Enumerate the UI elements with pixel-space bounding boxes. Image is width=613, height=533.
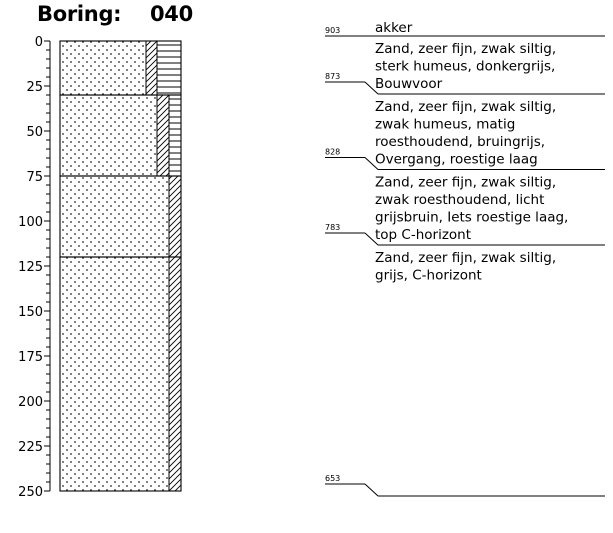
depth-tick-label: 75 — [26, 170, 43, 185]
description-line: zwak humeus, matig — [375, 117, 515, 133]
depth-tick-label: 100 — [18, 215, 43, 230]
description-line: Zand, zeer fijn, zwak siltig, — [375, 250, 556, 266]
description-line: Overgang, roestige laag — [375, 152, 538, 168]
soil-column — [60, 41, 181, 491]
description-line: Bouwvoor — [375, 76, 443, 92]
humus-pattern — [157, 41, 181, 95]
depth-tick-label: 150 — [18, 305, 43, 320]
description-line: zwak roesthoudend, licht — [375, 192, 544, 208]
description-line: roesthoudend, bruingrijs, — [375, 134, 545, 150]
depth-axis: 0 25 50 75 100 125 150 175 200 225 250 — [18, 35, 50, 500]
silt-pattern — [157, 95, 169, 176]
boundary-slant — [365, 484, 378, 496]
silt-pattern — [146, 41, 157, 95]
depth-tick-label: 25 — [26, 80, 43, 95]
description-line: Zand, zeer fijn, zwak siltig, — [375, 41, 556, 57]
description-line: grijs, C-horizont — [375, 268, 482, 284]
soil-layer — [60, 95, 181, 176]
elevation-label: 653 — [325, 474, 340, 483]
silt-pattern — [169, 176, 181, 257]
sand-pattern — [60, 176, 169, 257]
depth-tick-label: 125 — [18, 260, 43, 275]
soil-layer — [60, 176, 181, 257]
depth-tick-label: 250 — [18, 485, 43, 500]
depth-tick-label: 50 — [26, 125, 43, 140]
description-layer: 653 — [325, 474, 605, 496]
description-line: Zand, zeer fijn, zwak siltig, — [375, 175, 556, 191]
description-line: grijsbruin, Iets roestige laag, — [375, 210, 568, 226]
soil-layer — [60, 257, 181, 491]
sand-pattern — [60, 257, 169, 491]
depth-tick-label: 225 — [18, 440, 43, 455]
elevation-label: 828 — [325, 148, 340, 157]
humus-pattern — [169, 95, 181, 176]
elevation-label: 783 — [325, 223, 340, 232]
sand-pattern — [60, 95, 157, 176]
elevation-label: 873 — [325, 72, 340, 81]
description-line: top C-horizont — [375, 227, 471, 243]
soil-layer — [60, 41, 181, 95]
depth-tick-label: 175 — [18, 350, 43, 365]
landuse-label: akker — [375, 20, 413, 36]
depth-tick-label: 0 — [35, 35, 43, 50]
elevation-label: 903 — [325, 26, 340, 35]
sand-pattern — [60, 41, 146, 95]
description-line: sterk humeus, donkergrijs, — [375, 59, 555, 75]
description-line: Zand, zeer fijn, zwak siltig, — [375, 99, 556, 115]
depth-tick-label: 200 — [18, 395, 43, 410]
silt-pattern — [169, 257, 181, 491]
